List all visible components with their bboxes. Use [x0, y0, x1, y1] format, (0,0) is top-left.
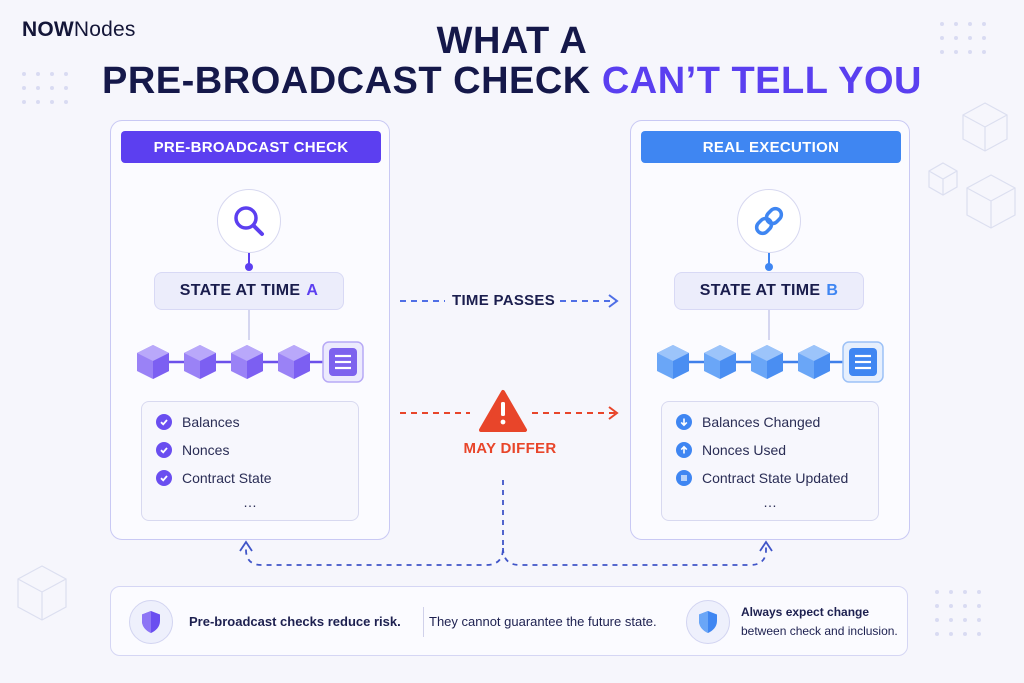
cube-outline-decoration [928, 102, 1016, 229]
check-icon [156, 414, 172, 430]
list-item: Nonces [156, 442, 229, 458]
magnifier-icon [217, 189, 281, 253]
feedback-line-right [502, 545, 767, 566]
list-lines-icon [676, 470, 692, 486]
connector-dot [765, 263, 773, 271]
dot-grid-decoration [935, 590, 981, 636]
block-chain-blue [657, 341, 884, 383]
feedback-line-left [245, 480, 504, 566]
arrow-down-icon [676, 414, 692, 430]
state-checklist: Balances Nonces Contract State … [141, 401, 359, 521]
dot-grid-decoration [940, 22, 986, 54]
check-icon [156, 442, 172, 458]
connector-line [768, 310, 770, 340]
shield-icon [686, 600, 730, 644]
arrow-head-icon [759, 540, 773, 552]
check-icon [156, 470, 172, 486]
footer-note: Pre-broadcast checks reduce risk. They c… [110, 586, 908, 656]
list-item: Contract State Updated [676, 470, 848, 486]
state-change-list: Balances Changed Nonces Used Contract St… [661, 401, 879, 521]
title-line-2: PRE-BROADCAST CHECK CAN’T TELL YOU [102, 60, 922, 102]
list-item: Balances Changed [676, 414, 820, 430]
connector-line [248, 310, 250, 340]
list-item: Balances [156, 414, 240, 430]
brand-logo: NOWNodes [22, 18, 136, 41]
block-chain-purple [137, 341, 364, 383]
footer-expect-text-2: between check and inclusion. [741, 624, 898, 638]
footer-expect-text-1: Always expect change [741, 605, 870, 619]
list-item: Contract State [156, 470, 272, 486]
footer-risk-text: Pre-broadcast checks reduce risk. [189, 614, 401, 629]
footer-guarantee-text: They cannot guarantee the future state. [429, 614, 657, 629]
chain-link-icon [737, 189, 801, 253]
dot-grid-decoration [22, 72, 68, 104]
cube-outline-decoration [17, 565, 67, 621]
connector-line [248, 253, 250, 267]
arrow-head-icon [608, 294, 619, 308]
more-ellipsis: … [243, 494, 257, 510]
may-differ-label: MAY DIFFER [463, 440, 557, 457]
pre-broadcast-tag: PRE-BROADCAST CHECK [121, 131, 381, 163]
connector-line [768, 253, 770, 267]
footer-divider [423, 607, 424, 637]
connector-dot [245, 263, 253, 271]
arrow-up-icon [676, 442, 692, 458]
time-passes-label: TIME PASSES [448, 292, 560, 309]
arrow-head-icon [239, 540, 253, 552]
arrow-head-icon [608, 406, 619, 420]
real-execution-tag: REAL EXECUTION [641, 131, 901, 163]
warning-icon [479, 390, 527, 432]
more-ellipsis: … [763, 494, 777, 510]
title-line-1: WHAT A [436, 20, 588, 62]
shield-icon [129, 600, 173, 644]
list-item: Nonces Used [676, 442, 786, 458]
